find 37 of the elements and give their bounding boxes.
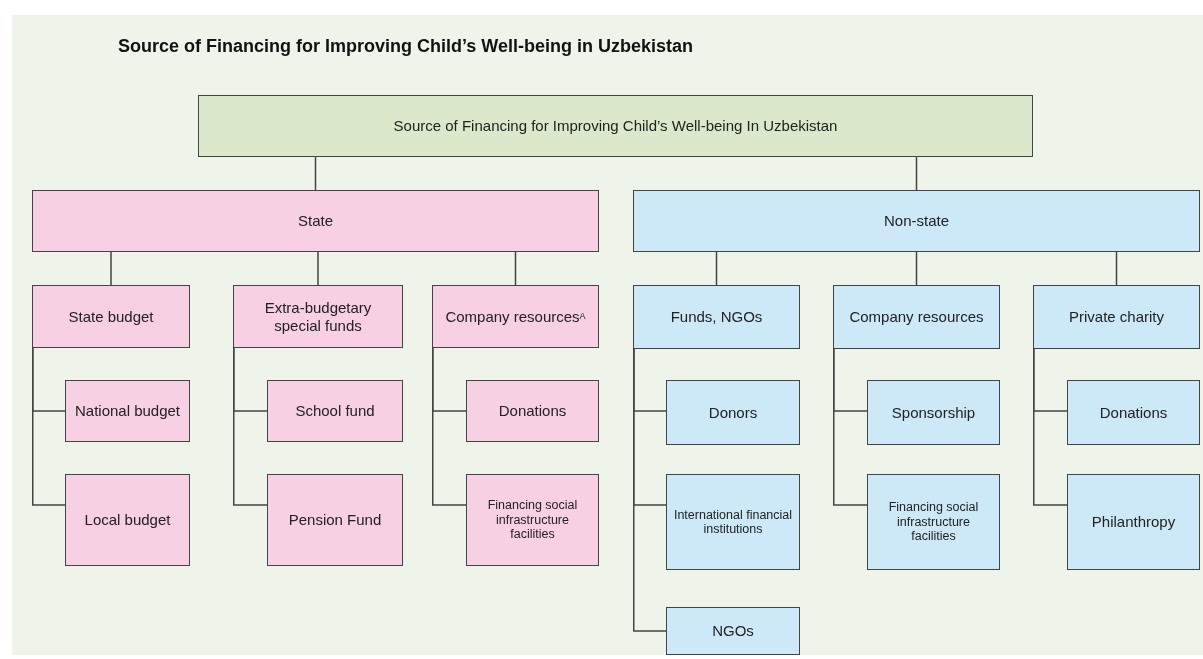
category-box: Donations [466, 380, 599, 442]
connector-line [233, 347, 268, 506]
connector-line [432, 347, 467, 506]
category-box: Company resources$^{A}$ [432, 285, 599, 348]
category-box: NGOs [666, 607, 800, 655]
category-box: Donations [1067, 380, 1200, 445]
category-box: Source of Financing for Improving Child’s Well-being In Uzbekistan [198, 95, 1033, 157]
category-box: Donors [666, 380, 800, 445]
connector-line [633, 348, 667, 632]
category-box: Financing social infrastructure facilities [466, 474, 599, 566]
connector-line [32, 347, 66, 506]
connector-line [715, 251, 718, 286]
category-box: National budget [65, 380, 190, 442]
category-box: Private charity [1033, 285, 1200, 349]
connector-line [317, 251, 319, 286]
category-box: Pension Fund [267, 474, 403, 566]
connector-line [915, 156, 918, 191]
category-box: Financing social infrastructure facilities [867, 474, 1000, 570]
category-box: International financial institutions [666, 474, 800, 570]
category-box: Non-state [633, 190, 1200, 252]
category-box: Company resources [833, 285, 1000, 349]
diagram-title: Source of Financing for Improving Child’s Well-being in Uzbekistan [118, 36, 694, 57]
category-box: Extra-budgetary special funds [233, 285, 403, 348]
category-box: Funds, NGOs [633, 285, 800, 349]
category-box: State [32, 190, 599, 252]
connector-line [110, 251, 112, 286]
connector-line [1033, 348, 1068, 506]
connector-line [915, 251, 918, 286]
connector-line [833, 348, 868, 506]
category-box: State budget [32, 285, 190, 348]
category-box: Local budget [65, 474, 190, 566]
category-box: Philanthropy [1067, 474, 1200, 570]
connector-line [1115, 251, 1118, 286]
category-box: School fund [267, 380, 403, 442]
connector-line [514, 251, 517, 286]
category-box: Sponsorship [867, 380, 1000, 445]
connector-line [314, 156, 317, 191]
